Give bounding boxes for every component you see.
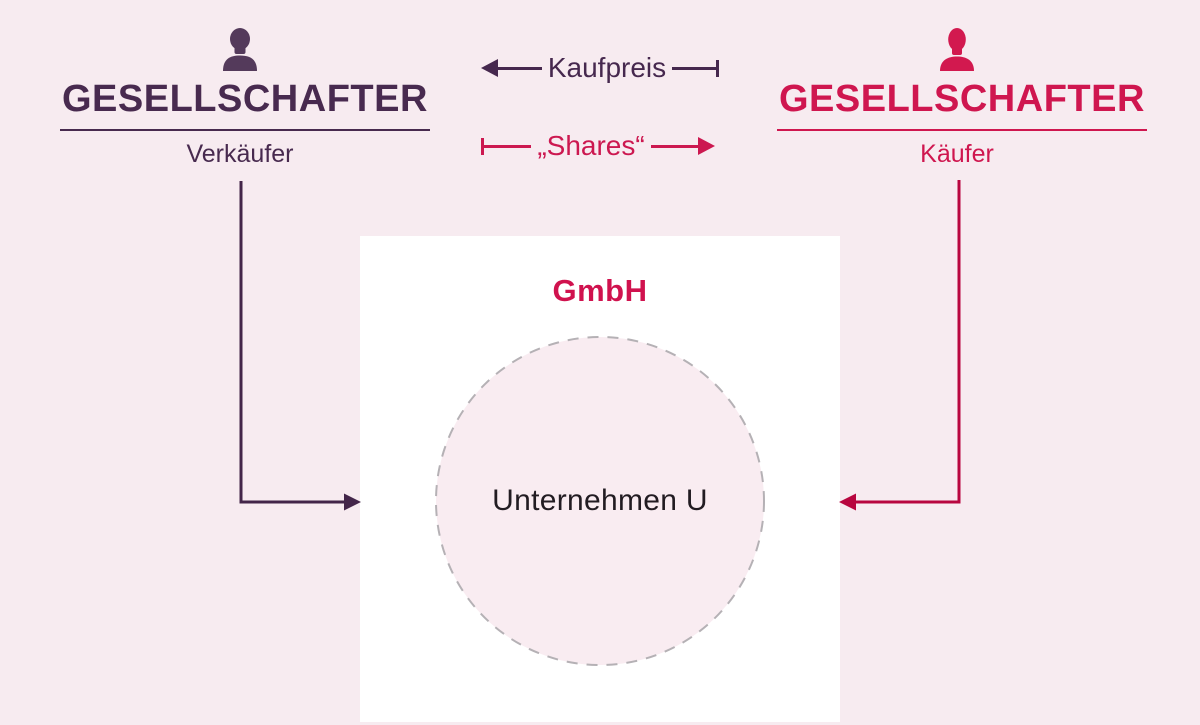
seller-title: GESELLSCHAFTER <box>60 78 430 132</box>
entity-name: Unternehmen U <box>492 484 708 517</box>
seller-block: GESELLSCHAFTER Verkäufer <box>60 28 430 169</box>
buyer-block: GESELLSCHAFTER Käufer <box>777 28 1147 169</box>
company-legal-form: GmbH <box>552 273 648 308</box>
seller-connector-arrowhead-icon <box>344 493 361 511</box>
kaufpreis-line <box>498 66 542 70</box>
shares-flow: „Shares“ <box>481 127 715 165</box>
kaufpreis-label: Kaufpreis <box>547 52 667 83</box>
seller-subtitle: Verkäufer <box>186 140 294 169</box>
shares-line <box>484 144 532 148</box>
company-box: GmbH Unternehmen U <box>360 236 840 722</box>
shares-line <box>650 144 698 148</box>
kaufpreis-flow: Kaufpreis <box>481 49 720 87</box>
kaufpreis-line <box>672 66 717 70</box>
company-dashed-circle <box>435 336 765 666</box>
kaufpreis-arrowhead-icon <box>481 59 498 77</box>
buyer-title: GESELLSCHAFTER <box>777 78 1147 132</box>
shares-arrowhead-icon <box>698 137 715 155</box>
shares-origin-tick <box>481 137 484 155</box>
kaufpreis-origin-tick <box>716 59 720 77</box>
seller-person-icon <box>60 28 420 76</box>
buyer-subtitle: Käufer <box>920 140 994 169</box>
buyer-connector-line <box>855 180 961 504</box>
buyer-person-icon <box>777 28 1137 76</box>
seller-connector-line <box>239 181 345 504</box>
buyer-connector-arrowhead-icon <box>839 493 856 511</box>
shares-label: „Shares“ <box>537 130 645 161</box>
